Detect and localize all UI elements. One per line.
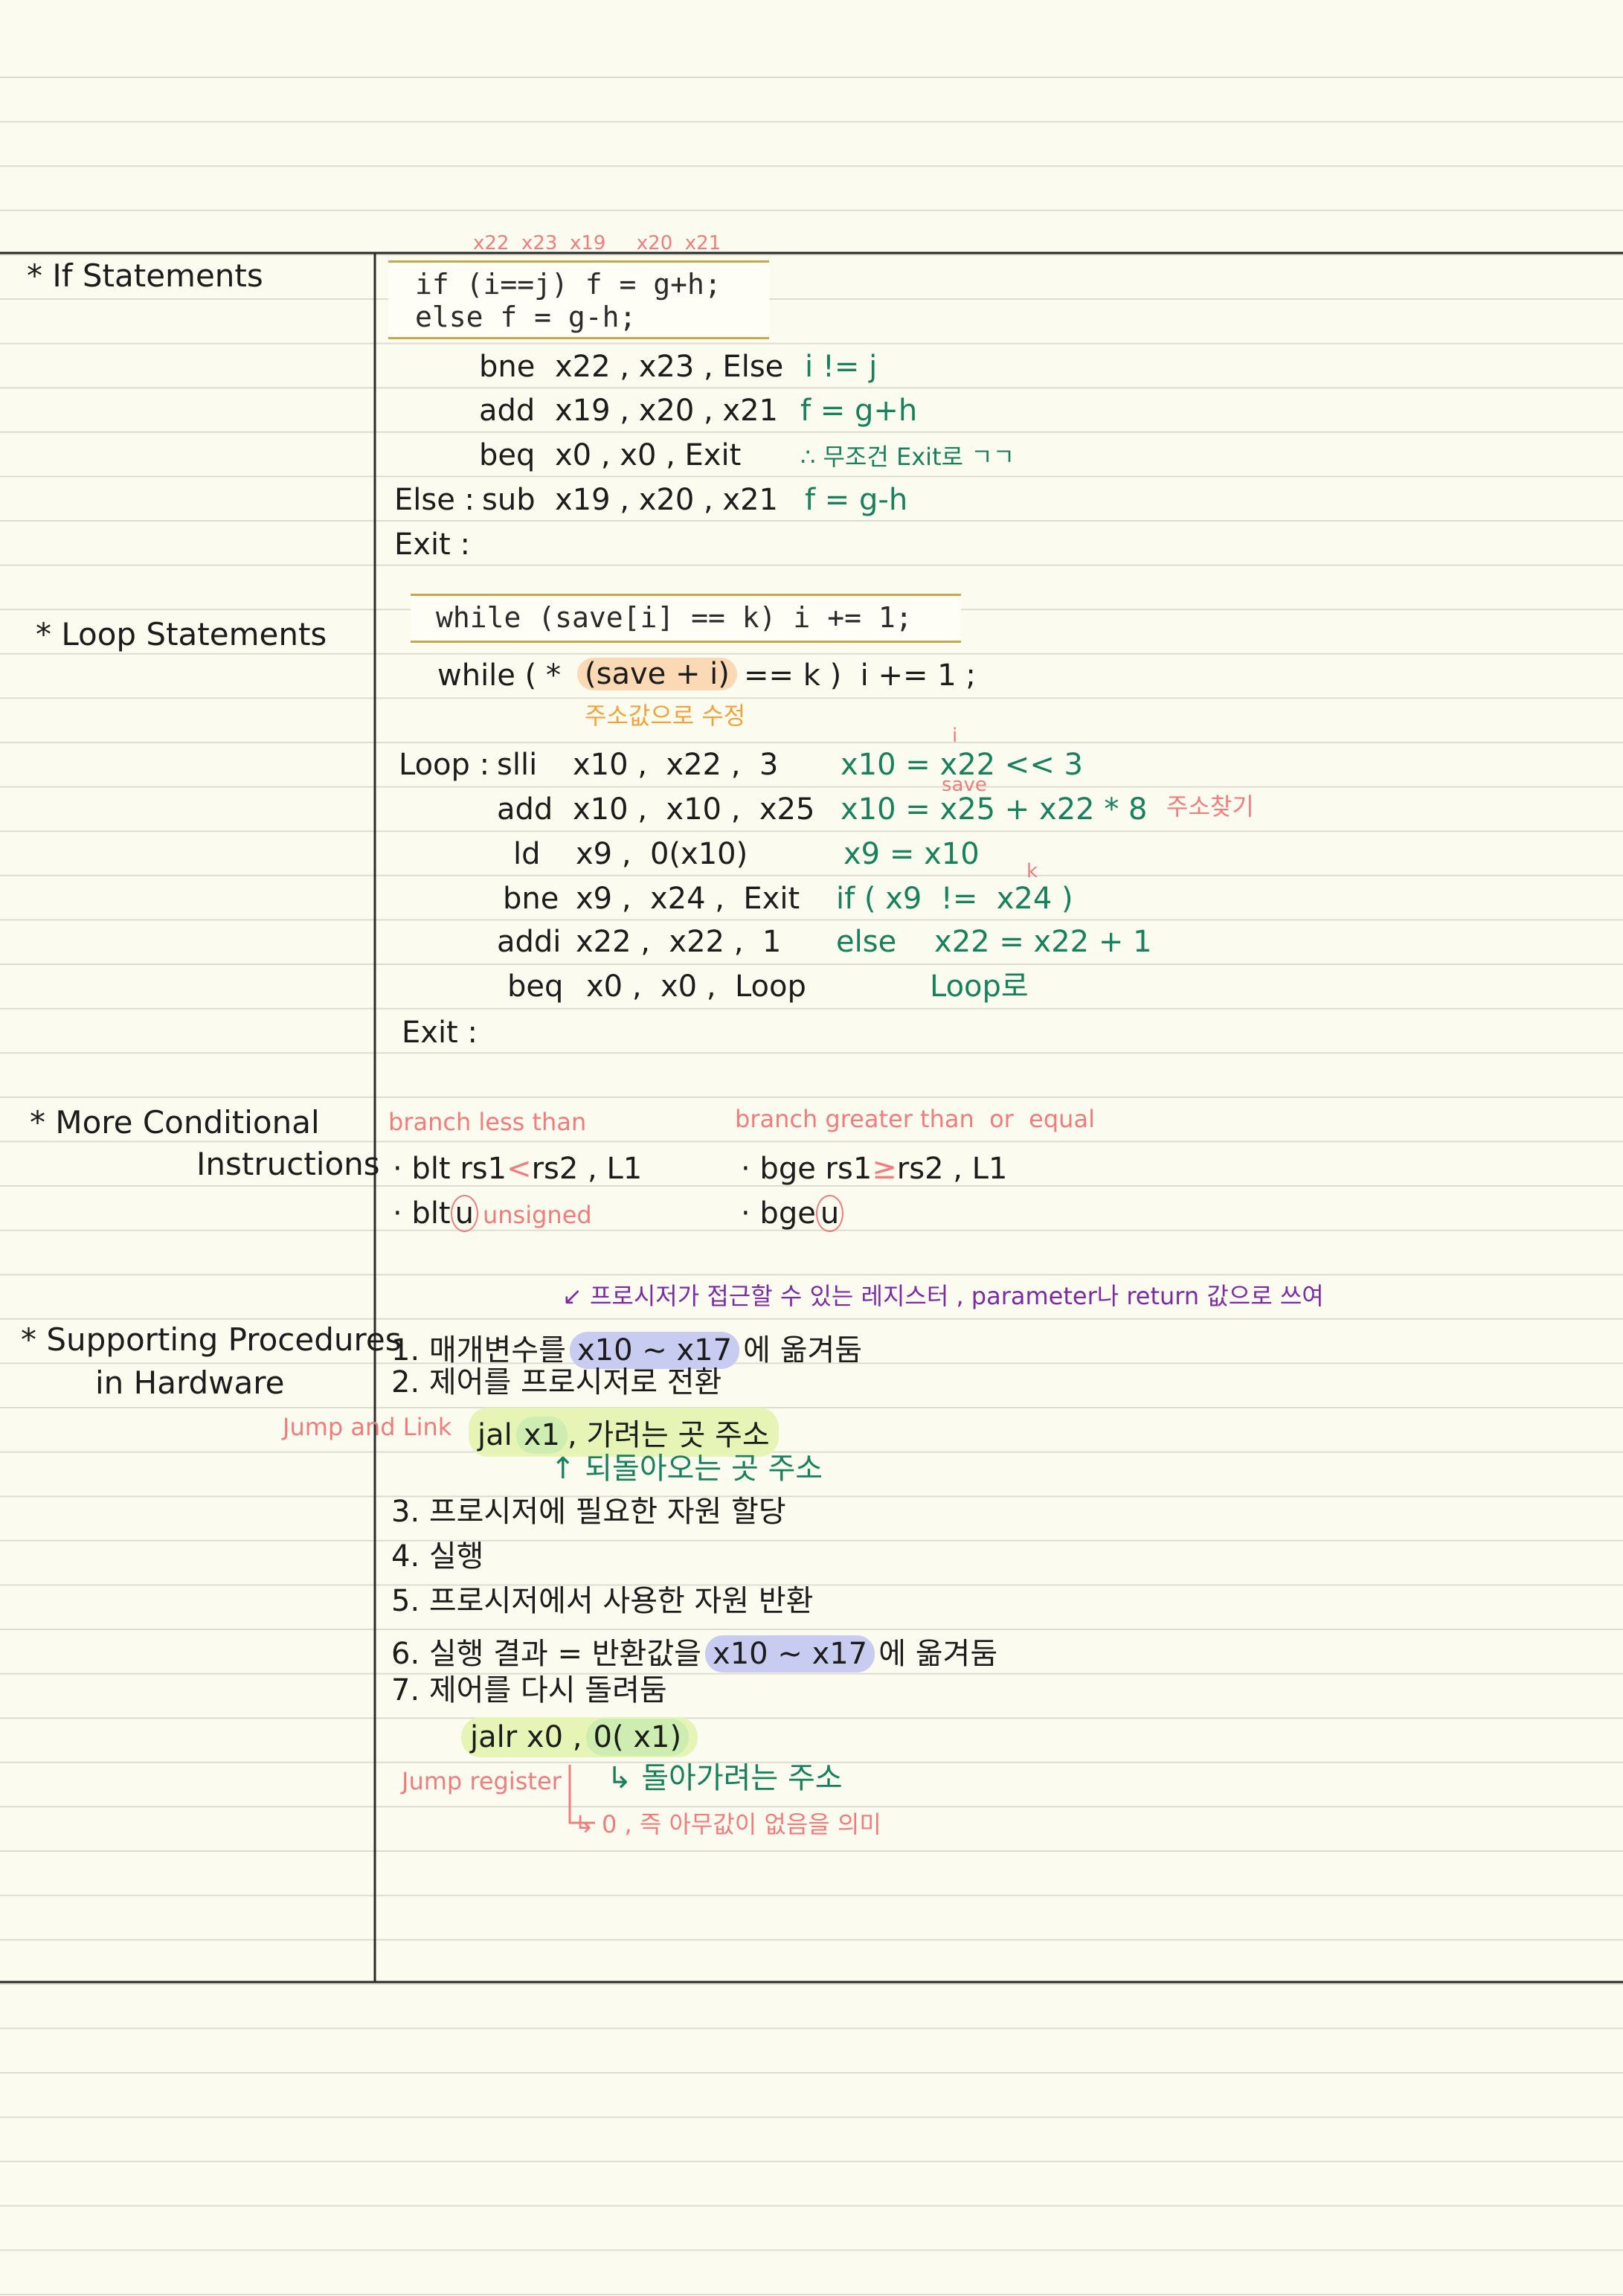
step-3: 3. 프로시저에 필요한 자원 할당 — [391, 1495, 786, 1529]
loop-asm-args: x22 , x22 , 1 — [576, 925, 782, 959]
blt-line: · blt rs1<rs2 , L1 — [393, 1152, 642, 1186]
jalr-op: jalr x0 , — [470, 1720, 582, 1754]
jal-target: , 가려는 곳 주소 — [567, 1418, 770, 1452]
jal-op: jal — [478, 1418, 512, 1452]
bge-operands: rs2 , L1 — [896, 1152, 1008, 1186]
step-6-suffix: 에 옮겨둠 — [878, 1637, 998, 1671]
note-save: save — [942, 774, 987, 796]
step-4: 4. 실행 — [391, 1539, 484, 1574]
if-asm-note: f = g-h — [805, 483, 908, 517]
loop-asm-note: x10 = x25 + x22 * 8 — [841, 792, 1148, 827]
note-i: i — [952, 725, 958, 747]
if-asm-args: x19 , x20 , x21 — [555, 483, 778, 517]
jal-line: jal x1, 가려는 곳 주소 — [469, 1408, 779, 1457]
loop-asm-args: x0 , x0 , Loop — [586, 969, 806, 1004]
step-1-suffix: 에 옮겨둠 — [743, 1333, 863, 1367]
register-access-note: ↙ 프로시저가 접근할 수 있는 레지스터 , parameter나 retur… — [562, 1282, 1324, 1310]
bge-line: · bge rs1≥rs2 , L1 — [741, 1152, 1007, 1186]
if-asm-op: beq — [479, 438, 536, 472]
if-asm-args: x0 , x0 , Exit — [555, 438, 742, 472]
bge-label: branch greater than or equal — [735, 1105, 1095, 1133]
step-2: 2. 제어를 프로시저로 전환 — [391, 1365, 722, 1399]
loop-asm-note: else x22 = x22 + 1 — [836, 925, 1152, 959]
loop-asm-op: ld — [513, 837, 541, 871]
loop-asm-args: x9 , x24 , Exit — [576, 882, 800, 916]
blt-label: branch less than — [388, 1108, 587, 1136]
loop-asm-op: addi — [497, 925, 562, 959]
loop-asm-op: add — [497, 792, 553, 827]
unsigned-note: unsigned — [482, 1201, 592, 1229]
while-rewrite-pointer: (save + i) — [577, 658, 737, 690]
blt-text: · blt rs1 — [393, 1152, 507, 1186]
loop-asm-args: x10 , x22 , 3 — [573, 748, 779, 782]
zero-meaning-note: ↳ 0 , 즉 아무값이 없음을 의미 — [574, 1810, 881, 1838]
address-note: 주소값으로 수정 — [585, 702, 746, 730]
step-1-text: 1. 매개변수를 — [391, 1333, 566, 1367]
loop-code-line: while (save[i] == k) i += 1; — [436, 601, 913, 634]
if-code-box: if (i==j) f = g+h; else f = g-h; — [388, 260, 769, 339]
loop-asm-op: beq — [507, 969, 564, 1004]
less-than-symbol: < — [507, 1152, 532, 1186]
more-conditional-title: * More Conditional — [30, 1104, 320, 1141]
if-asm-args: x22 , x23 , Else — [555, 350, 784, 384]
step-6: 6. 실행 결과 = 반환값을 x10 ~ x17 에 옮겨둠 — [391, 1629, 997, 1673]
if-asm-note: f = g+h — [800, 394, 918, 428]
else-label: Else : — [394, 483, 475, 517]
if-asm-note: i != j — [805, 350, 878, 384]
loop-asm-op: slli — [497, 748, 538, 782]
loop-asm-op: bne — [503, 882, 559, 916]
jump-register-label: Jump register — [402, 1767, 562, 1795]
blt-operands: rs2 , L1 — [531, 1152, 643, 1186]
bgeu-u: u — [815, 1195, 844, 1232]
procedures-title: * Supporting Procedures — [21, 1321, 402, 1358]
return-target-note: ↳ 돌아가려는 주소 — [607, 1761, 843, 1795]
result-registers-highlight: x10 ~ x17 — [705, 1635, 875, 1673]
if-asm-note: ∴ 무조건 Exit로 ㄱㄱ — [800, 443, 1015, 471]
if-statements-title: * If Statements — [27, 257, 263, 294]
if-asm-op: bne — [479, 350, 536, 384]
loop-asm-note: Loop로 — [930, 969, 1029, 1004]
loop-code-box: while (save[i] == k) i += 1; — [411, 594, 961, 643]
loop-label: Loop : — [399, 748, 490, 782]
step-1: 1. 매개변수를 x10 ~ x17 에 옮겨둠 — [391, 1326, 862, 1369]
step-7: 7. 제어를 다시 돌려둠 — [391, 1673, 667, 1707]
bltu-u: u — [450, 1195, 478, 1232]
jalr-offset: 0( x1) — [585, 1719, 690, 1756]
loop-asm-note: if ( x9 != x24 ) — [836, 882, 1073, 916]
greater-equal-symbol: ≥ — [872, 1152, 897, 1186]
step-5: 5. 프로시저에서 사용한 자원 반환 — [391, 1584, 814, 1618]
loop-exit-label: Exit : — [402, 1016, 478, 1050]
loop-asm-args: x9 , 0(x10) — [576, 837, 748, 871]
jump-and-link-label: Jump and Link — [283, 1413, 452, 1441]
if-asm-op: sub — [482, 483, 536, 517]
while-rewrite-pre: while ( * — [437, 658, 561, 693]
if-asm-args: x19 , x20 , x21 — [555, 394, 778, 428]
return-address-note: ↑ 되돌아오는 곳 주소 — [550, 1452, 823, 1486]
return-address-register: x1 — [515, 1417, 568, 1454]
bltu-text: · blt — [393, 1196, 451, 1231]
exit-label: Exit : — [394, 527, 470, 562]
bge-text: · bge rs1 — [741, 1152, 872, 1186]
loop-asm-note: x10 = x22 << 3 — [841, 748, 1083, 782]
if-register-notes: x22 x23 x19 x20 x21 — [473, 232, 721, 254]
procedures-subtitle: in Hardware — [95, 1365, 285, 1401]
loop-asm-args: x10 , x10 , x25 — [573, 792, 815, 827]
jump-register-bracket — [568, 1765, 595, 1824]
if-asm-op: add — [479, 394, 536, 428]
step-6-text: 6. 실행 결과 = 반환값을 — [391, 1637, 701, 1671]
while-rewrite-post: == k ) i += 1 ; — [744, 658, 976, 693]
note-k: k — [1026, 860, 1038, 882]
address-find-note: 주소찾기 — [1166, 792, 1254, 821]
bgeu-text: · bge — [741, 1196, 816, 1231]
if-code-line-2: else f = g-h; — [415, 301, 637, 333]
more-conditional-subtitle: Instructions — [196, 1146, 380, 1182]
loop-statements-title: * Loop Statements — [36, 616, 327, 652]
argument-registers-highlight: x10 ~ x17 — [569, 1332, 740, 1369]
loop-asm-note: x9 = x10 — [843, 837, 980, 871]
if-code-line-1: if (i==j) f = g+h; — [415, 268, 721, 301]
jalr-line: jalr x0 , 0( x1) — [461, 1717, 698, 1757]
